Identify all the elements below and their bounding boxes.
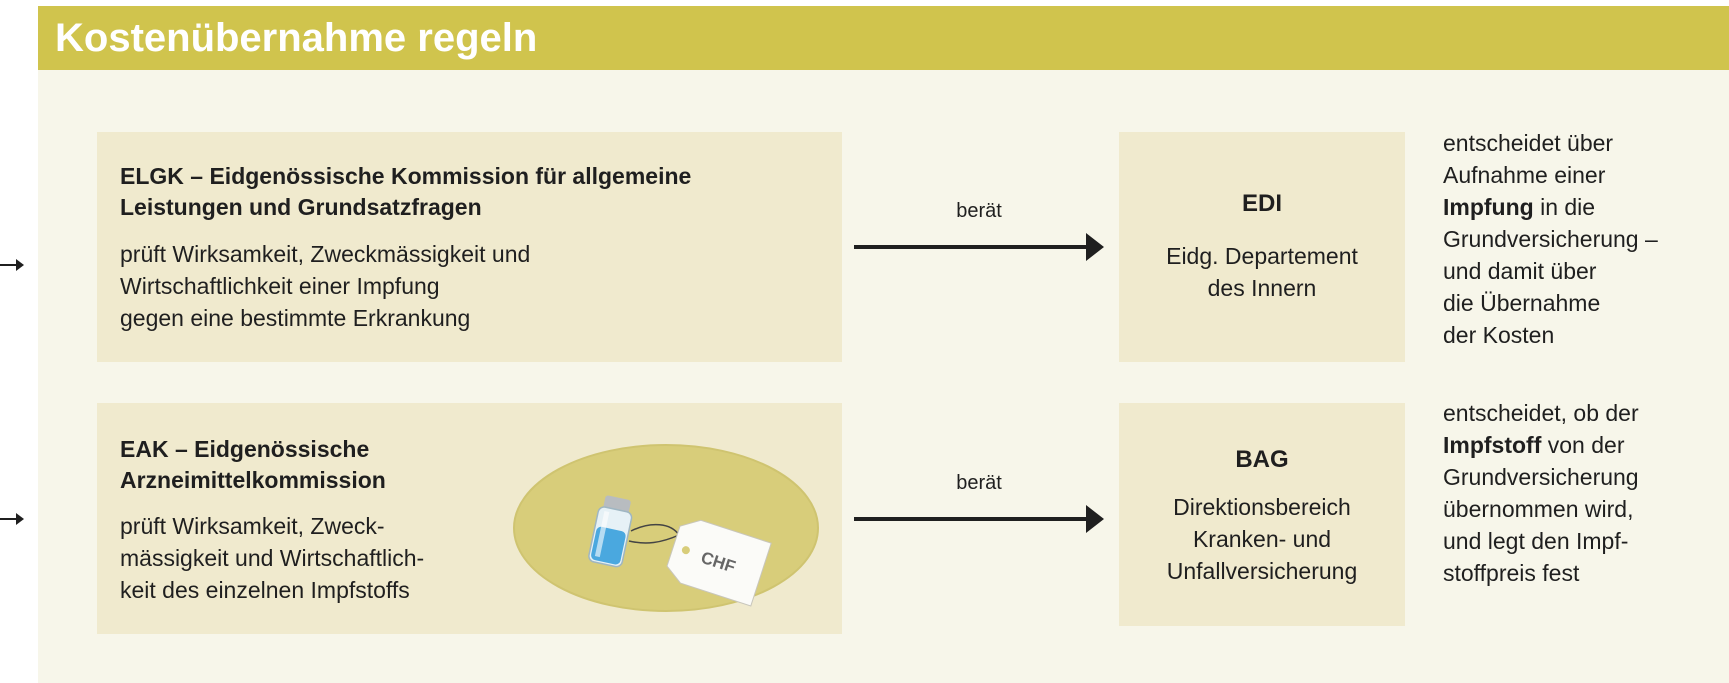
bag-decision-text: entscheidet, ob der Impfstoff von der Gr… (1443, 397, 1723, 589)
edi-decision-emphasis: Impfung (1443, 194, 1534, 220)
edi-decision-part: in die Grundversicherung – und damit übe… (1443, 194, 1658, 348)
elgk-arrow-label: berät (956, 200, 1002, 222)
bag-decision-emphasis: Impfstoff (1443, 432, 1542, 458)
bag-decision-part: entscheidet, ob der (1443, 400, 1639, 426)
elgk-to-edi-arrow-icon (854, 233, 1104, 261)
incoming-arrow-icon (0, 259, 24, 271)
edi-decision-part: entscheidet über Aufnahme einer (1443, 130, 1614, 188)
elgk-description: prüft Wirksamkeit, Zweckmässigkeit und W… (120, 241, 531, 331)
bag-box: BAG Direktionsbereich Kranken- und Unfal… (1119, 403, 1405, 626)
title-bar: Kostenübernahme regeln (38, 6, 1729, 70)
eak-to-bag-arrow-icon (854, 505, 1104, 533)
elgk-heading: ELGK – Eidgenössische Kommission für all… (120, 163, 692, 220)
edi-name: Eidg. Departement des Innern (1166, 243, 1358, 301)
bag-name: Direktionsbereich Kranken- und Unfallver… (1166, 494, 1358, 584)
eak-heading: EAK – Eidgenössische Arzneimittelkommiss… (120, 436, 386, 493)
edi-abbreviation: EDI (1241, 190, 1282, 217)
edi-box: EDI Eidg. Departement des Innern (1119, 132, 1405, 362)
page-title: Kostenübernahme regeln (55, 16, 538, 60)
vaccine-vial-with-price-tag-icon: CHF (513, 444, 819, 612)
eak-arrow-label: berät (956, 472, 1002, 494)
eak-description: prüft Wirksamkeit, Zweck- mässigkeit und… (120, 513, 425, 603)
eak-box: EAK – Eidgenössische Arzneimittelkommiss… (97, 403, 842, 634)
edi-decision-text: entscheidet über Aufnahme einer Impfung … (1443, 127, 1723, 351)
bag-decision-part: von der Grundversicherung übernommen wir… (1443, 432, 1639, 586)
elgk-box: ELGK – Eidgenössische Kommission für all… (97, 132, 842, 362)
incoming-arrow-icon (0, 513, 24, 525)
bag-abbreviation: BAG (1235, 446, 1289, 473)
